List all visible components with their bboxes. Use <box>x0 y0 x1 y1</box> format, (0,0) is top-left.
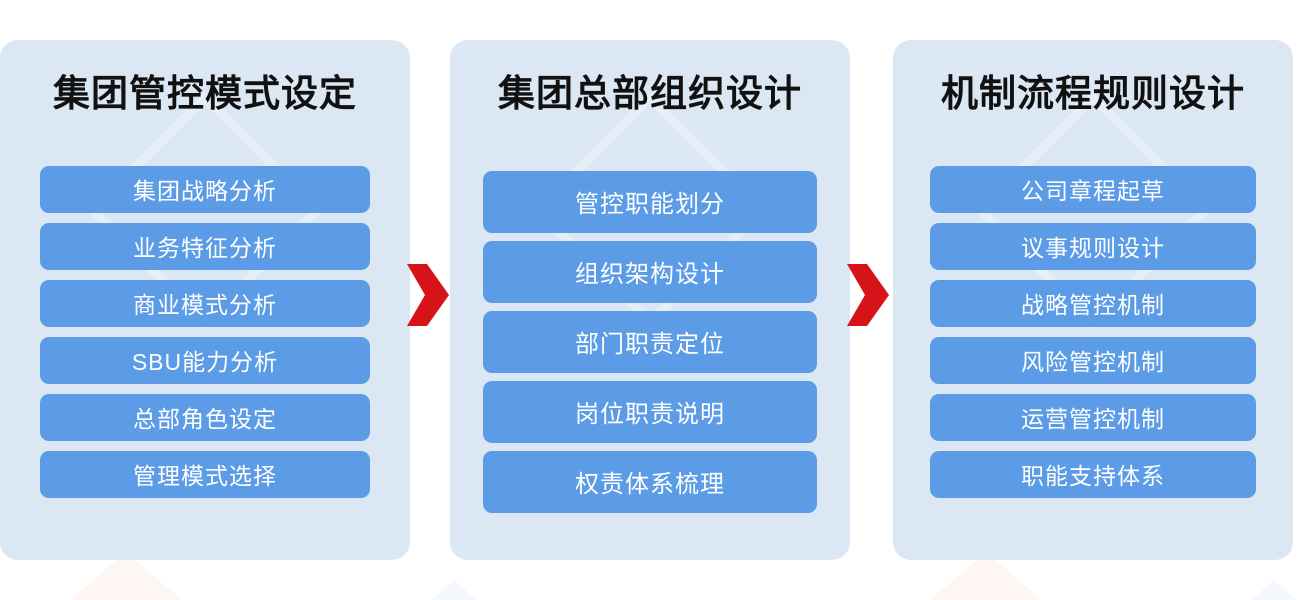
list-item[interactable]: 总部角色设定 <box>40 393 370 441</box>
stage-item-list-3: 公司章程起草 议事规则设计 战略管控机制 风险管控机制 运营管控机制 职能支持体… <box>893 165 1293 498</box>
list-item[interactable]: 运营管控机制 <box>930 393 1256 441</box>
list-item[interactable]: 集团战略分析 <box>40 165 370 213</box>
stage-card-3: 机制流程规则设计 公司章程起草 议事规则设计 战略管控机制 风险管控机制 运营管… <box>893 40 1293 560</box>
stage-item-list-2: 管控职能划分 组织架构设计 部门职责定位 岗位职责说明 权责体系梳理 <box>450 170 850 513</box>
list-item[interactable]: 业务特征分析 <box>40 222 370 270</box>
list-item[interactable]: 商业模式分析 <box>40 279 370 327</box>
list-item[interactable]: 权责体系梳理 <box>483 450 817 513</box>
stage-item-list-1: 集团战略分析 业务特征分析 商业模式分析 SBU能力分析 总部角色设定 管理模式… <box>0 165 410 498</box>
stage-title-2: 集团总部组织设计 <box>498 73 802 114</box>
list-item[interactable]: 部门职责定位 <box>483 310 817 373</box>
list-item[interactable]: 风险管控机制 <box>930 336 1256 384</box>
list-item[interactable]: 岗位职责说明 <box>483 380 817 443</box>
stage-title-3: 机制流程规则设计 <box>941 73 1245 114</box>
list-item[interactable]: 职能支持体系 <box>930 450 1256 498</box>
chevron-right-icon <box>847 264 889 326</box>
stage-title-1: 集团管控模式设定 <box>53 73 357 114</box>
list-item[interactable]: 公司章程起草 <box>930 165 1256 213</box>
list-item[interactable]: 管理模式选择 <box>40 450 370 498</box>
list-item[interactable]: 议事规则设计 <box>930 222 1256 270</box>
list-item[interactable]: 组织架构设计 <box>483 240 817 303</box>
list-item[interactable]: 战略管控机制 <box>930 279 1256 327</box>
stage-card-1: 集团管控模式设定 集团战略分析 业务特征分析 商业模式分析 SBU能力分析 总部… <box>0 40 410 560</box>
list-item[interactable]: 管控职能划分 <box>483 170 817 233</box>
chevron-right-icon <box>407 264 449 326</box>
list-item[interactable]: SBU能力分析 <box>40 336 370 384</box>
stage-card-2: 集团总部组织设计 管控职能划分 组织架构设计 部门职责定位 岗位职责说明 权责体… <box>450 40 850 560</box>
